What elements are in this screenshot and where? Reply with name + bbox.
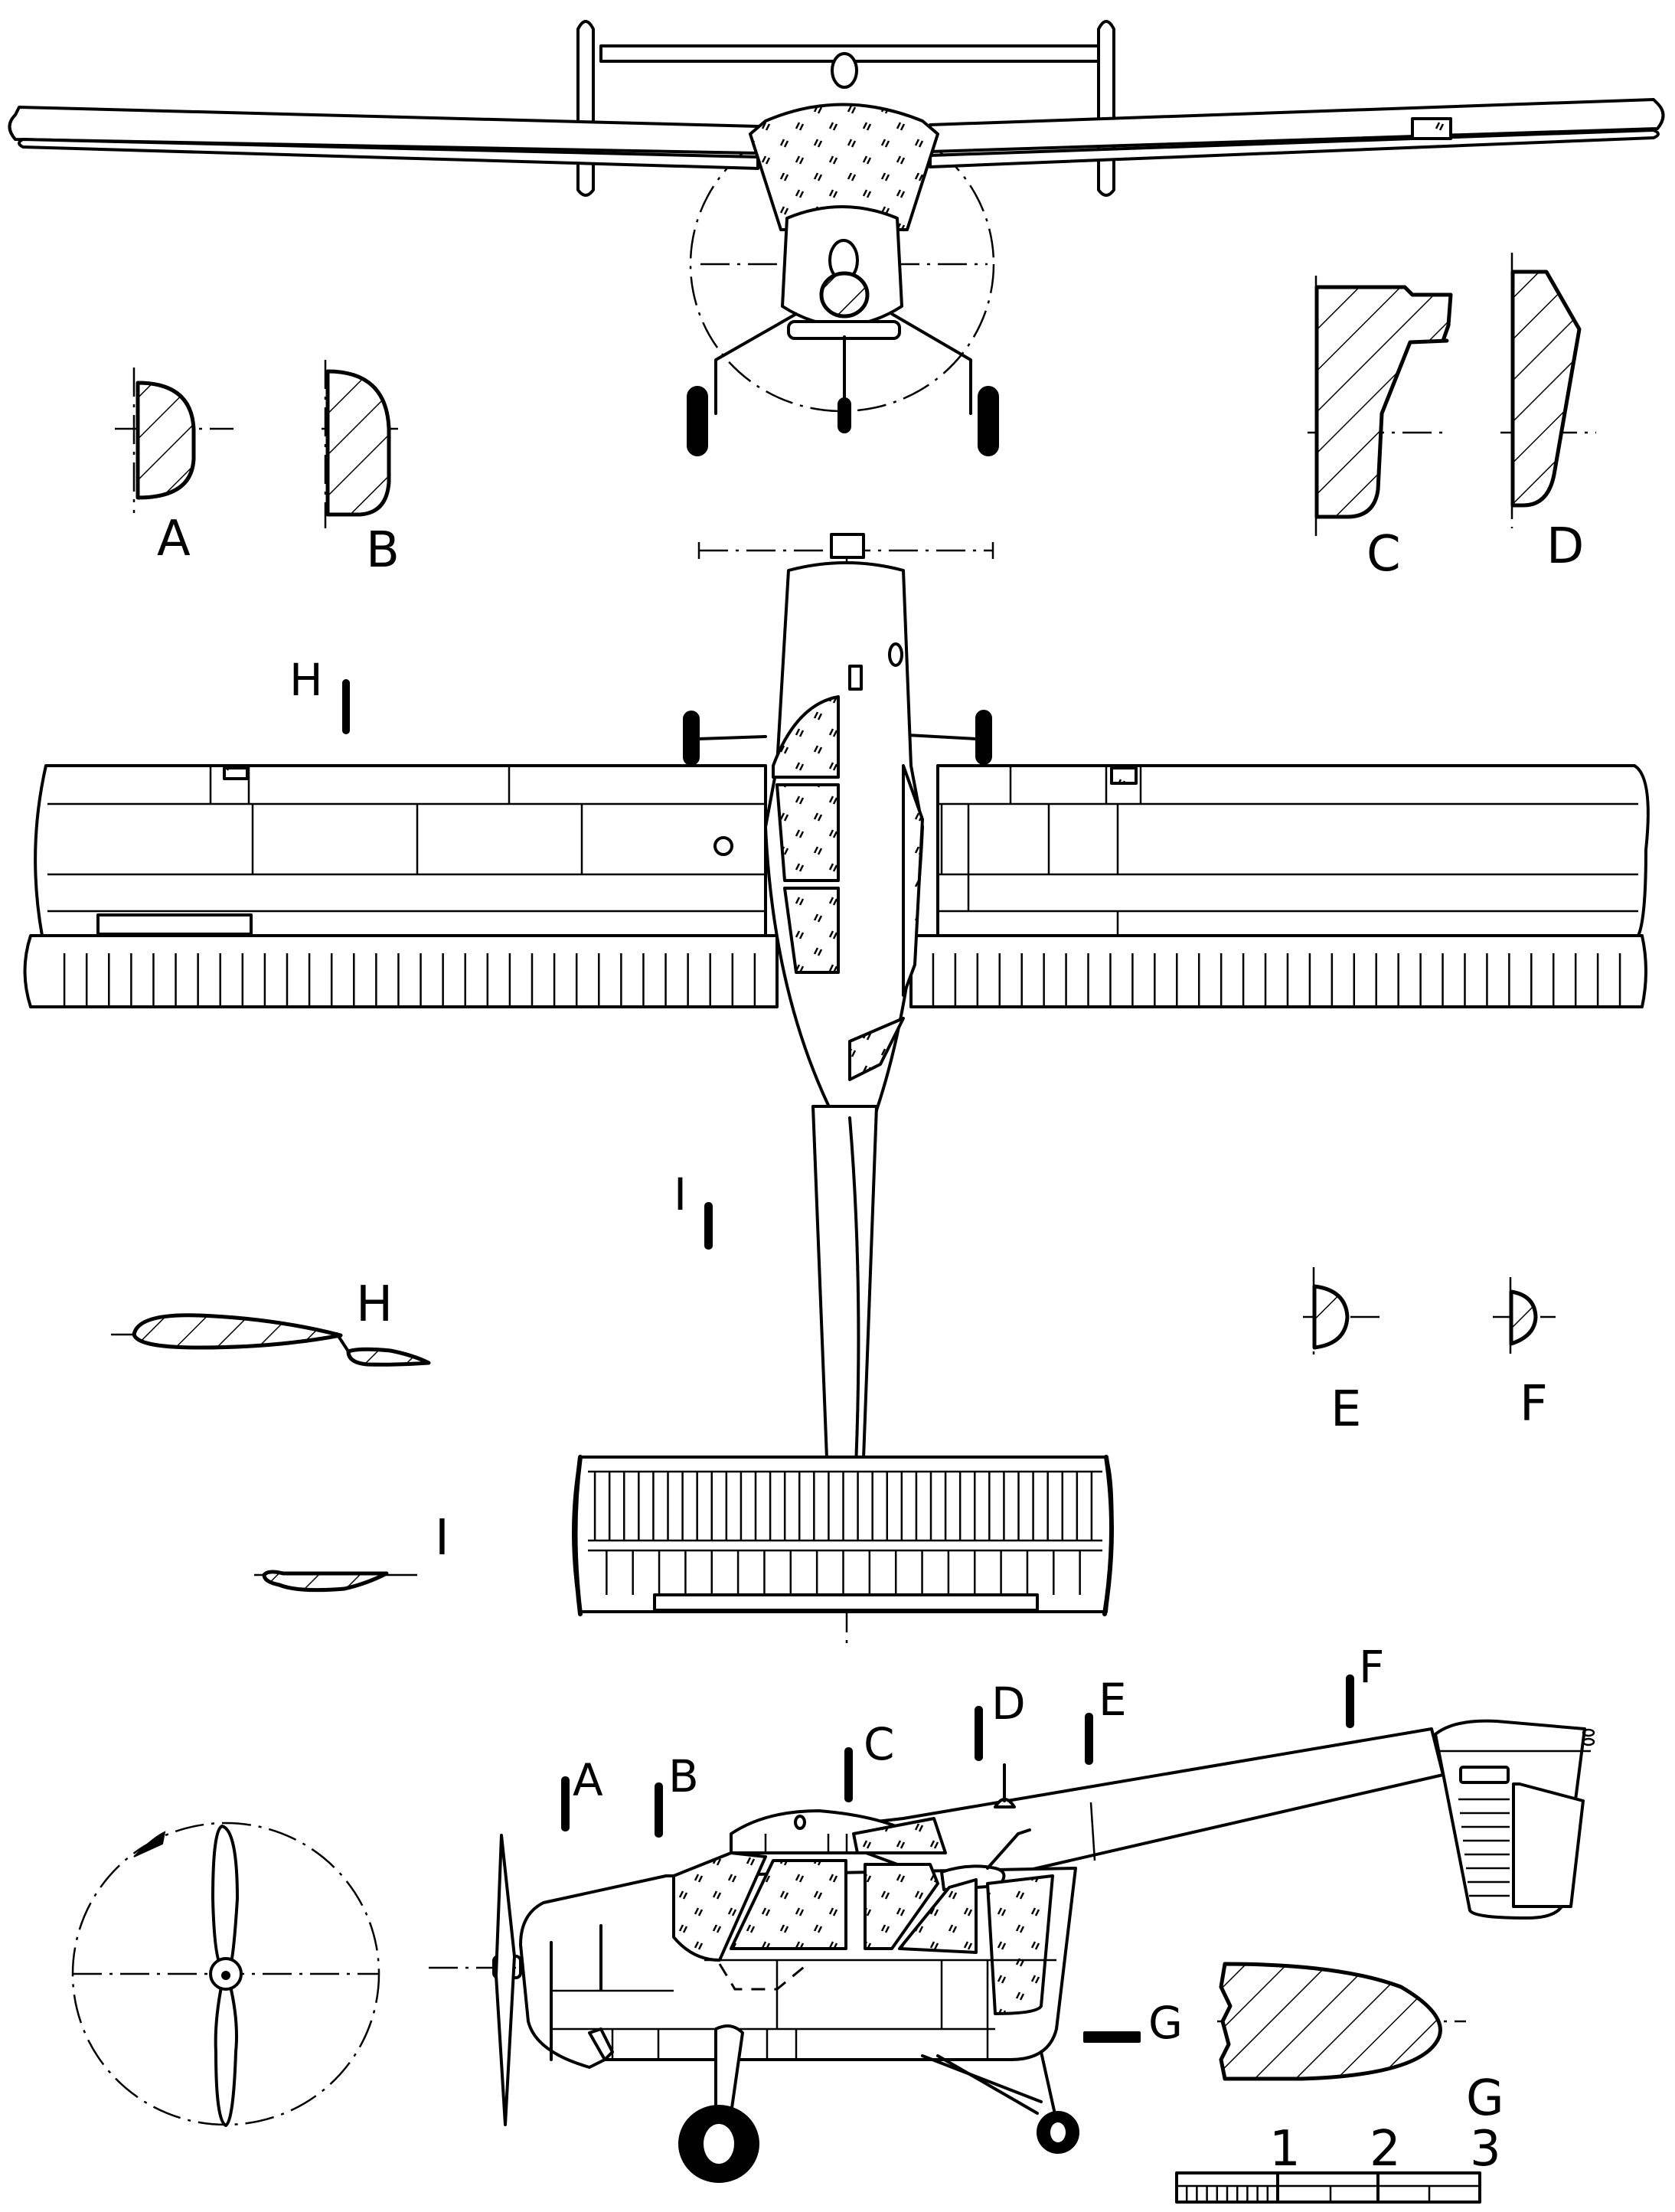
side-tail-boom	[802, 1727, 1445, 1885]
section-label-f: F	[1520, 1376, 1548, 1433]
cut-marker-h	[342, 679, 350, 734]
rotation-arrow-icon	[133, 1831, 166, 1857]
section-f: F	[1493, 1277, 1556, 1433]
side-propeller	[495, 1834, 516, 2126]
cut-marker-g	[1083, 2031, 1141, 2043]
cut-marker-f	[1346, 1675, 1354, 1728]
section-label-d: D	[1546, 518, 1584, 575]
section-b: B	[322, 360, 402, 579]
front-gear-leg-left	[714, 312, 798, 415]
top-wing-light-right	[1110, 766, 1138, 785]
section-label-e: E	[1331, 1381, 1361, 1438]
top-fuselage	[764, 561, 924, 1119]
top-aileron-flap-right	[909, 934, 1647, 1008]
top-fuel-cap	[713, 836, 733, 856]
cut-label-g: G	[1148, 1997, 1183, 2049]
top-aileron-ribs-right	[932, 953, 1621, 1007]
top-aileron-flap-left	[23, 934, 779, 1008]
top-canopy-right	[902, 764, 924, 997]
section-d: D	[1500, 253, 1596, 575]
cut-marker-a	[561, 1776, 570, 1831]
section-e: E	[1303, 1267, 1380, 1438]
section-a: A	[115, 368, 233, 567]
cut-marker-c	[844, 1747, 853, 1802]
section-label-c: C	[1366, 526, 1401, 583]
propeller-front-view	[71, 1822, 380, 2127]
top-spinner	[830, 533, 865, 559]
front-wing-light	[1411, 117, 1452, 140]
front-fin-left	[576, 20, 595, 197]
front-strut-right	[929, 129, 1660, 168]
front-air-intake	[819, 271, 870, 319]
section-label-h: H	[356, 1276, 393, 1333]
top-elevator-ribs	[593, 1472, 1093, 1595]
front-wheel-right	[978, 386, 999, 456]
top-tail-boom	[811, 1105, 878, 1460]
section-g: G	[1217, 1962, 1504, 2127]
top-wing-light-left	[223, 766, 249, 780]
prop-blade-lower	[214, 1982, 238, 2127]
section-h: H	[111, 1276, 431, 1367]
side-view: A B C D E F G	[429, 1641, 1595, 2183]
scale-bar: 1 2 3	[1175, 2121, 1501, 2204]
top-aileron-ribs-left	[63, 953, 756, 1007]
front-view	[8, 20, 1665, 456]
cut-label-d: D	[991, 1678, 1026, 1730]
section-label-i: I	[435, 1510, 449, 1567]
cut-label-h: H	[289, 654, 323, 706]
top-wing-right	[936, 764, 1650, 937]
section-i: I	[254, 1510, 449, 1593]
side-quarter-window	[898, 1878, 978, 1954]
section-c: C	[1308, 276, 1453, 583]
front-gear-leg-right	[890, 312, 972, 415]
scale-tick-3: 3	[1470, 2121, 1501, 2178]
cut-label-a: A	[573, 1754, 603, 1806]
scale-tick-2: 2	[1370, 2121, 1401, 2178]
side-door-window	[730, 1859, 847, 1950]
top-wheel-right	[975, 710, 992, 765]
cut-marker-i	[704, 1202, 713, 1250]
cut-marker-e	[1085, 1713, 1093, 1765]
front-fin-right	[1097, 20, 1115, 197]
scale-tick-1: 1	[1269, 2121, 1301, 2178]
top-canopy-front	[772, 695, 840, 779]
cut-label-b: B	[668, 1750, 699, 1802]
cut-marker-d	[975, 1706, 983, 1761]
front-windscreen	[749, 103, 939, 231]
cut-marker-b	[655, 1782, 663, 1838]
cut-label-e: E	[1099, 1674, 1127, 1726]
front-strut-left	[18, 138, 759, 170]
prop-blade-upper	[211, 1825, 239, 1969]
side-aft-window	[986, 1874, 1054, 2015]
top-canopy-rear	[848, 1017, 905, 1081]
section-label-b: B	[366, 522, 400, 579]
top-wheel-left	[683, 711, 700, 766]
top-flap-fairing-left	[96, 913, 253, 936]
top-wing-left	[34, 764, 767, 937]
side-fin-plate	[1459, 1766, 1510, 1784]
side-windscreen	[672, 1851, 767, 1962]
cut-label-c: C	[864, 1718, 895, 1770]
side-rudder	[1512, 1782, 1585, 1908]
top-canopy-left-1	[775, 783, 840, 882]
top-view: H I	[23, 533, 1650, 1646]
top-trim-tab	[653, 1593, 1039, 1612]
cut-label-i: I	[674, 1168, 687, 1220]
side-main-gear-leg	[714, 2024, 744, 2115]
side-rear-window	[864, 1863, 939, 1950]
front-antenna-pod	[831, 52, 858, 89]
top-canopy-left-2	[783, 887, 840, 974]
side-roof-window	[852, 1817, 947, 1854]
front-wheel-left	[687, 386, 708, 456]
section-label-a: A	[157, 511, 191, 567]
front-tailwheel	[838, 397, 851, 433]
cut-label-f: F	[1359, 1641, 1384, 1693]
section-label-g: G	[1466, 2070, 1504, 2127]
